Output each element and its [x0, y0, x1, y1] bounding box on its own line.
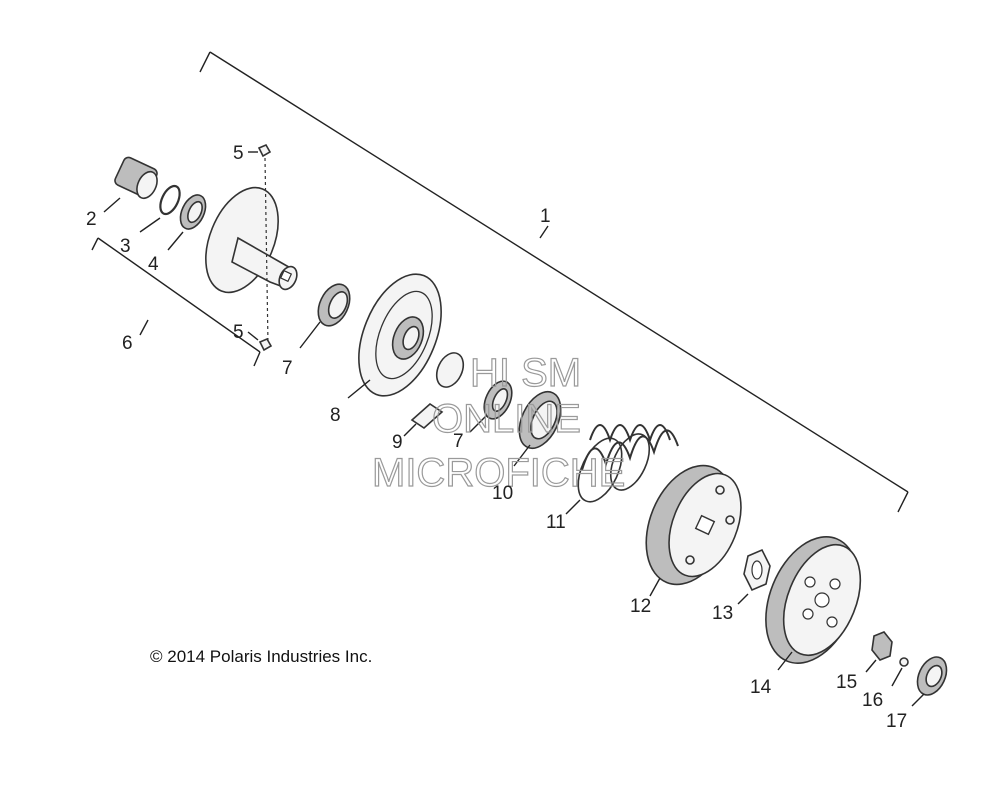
clutch-drum-part [765, 536, 862, 671]
watermark: HI SM ONLINE MICROFICHE [371, 350, 626, 495]
callout-13: 13 [712, 603, 733, 624]
copyright-notice: © 2014 Polaris Industries Inc. [150, 647, 372, 666]
callout-11: 11 [546, 512, 566, 533]
callout-16: 16 [862, 690, 883, 711]
callout-3: 3 [120, 236, 131, 257]
callout-8: 8 [330, 405, 341, 426]
callout-2: 2 [86, 209, 97, 230]
nut-part-bottom [247, 331, 273, 352]
washer-part [891, 657, 909, 687]
callout-1: 1 [540, 206, 551, 227]
spacer-part-lower [469, 380, 513, 433]
callout-10: 10 [492, 483, 513, 504]
driven-plate-part [347, 273, 442, 399]
svg-text:ONLINE: ONLINE [432, 397, 581, 441]
callout-9: 9 [392, 432, 403, 453]
pin-part [403, 352, 465, 437]
callout-15: 15 [836, 672, 857, 693]
callout-6: 6 [122, 333, 133, 354]
callout-12: 12 [630, 596, 651, 617]
cam-collar-part [513, 390, 562, 467]
clutch-shoe-part [645, 464, 742, 597]
callout-5-top: 5 [233, 143, 244, 164]
callout-7-upper: 7 [282, 358, 293, 379]
svg-text:HI SM: HI SM [470, 351, 581, 395]
svg-text:MICROFICHE: MICROFICHE [372, 451, 625, 495]
end-bearing-part [911, 656, 948, 707]
callout-14: 14 [750, 677, 772, 698]
nut-part-top [248, 143, 272, 345]
drive-face-part [205, 186, 298, 294]
assembly-bracket-1 [199, 51, 909, 513]
callout-4: 4 [148, 254, 159, 275]
needle-bearing-part [103, 156, 158, 213]
callout-5-bottom: 5 [233, 322, 244, 343]
callout-17: 17 [886, 711, 907, 732]
assembly-bracket-6 [91, 237, 261, 367]
spring-part [565, 424, 679, 515]
hex-nut-part [737, 548, 771, 605]
spacer-part-upper [299, 283, 351, 349]
callout-7-lower: 7 [453, 431, 464, 452]
lock-nut-part [865, 631, 893, 673]
snap-ring-part [139, 184, 181, 233]
ball-bearing-part [167, 194, 207, 251]
